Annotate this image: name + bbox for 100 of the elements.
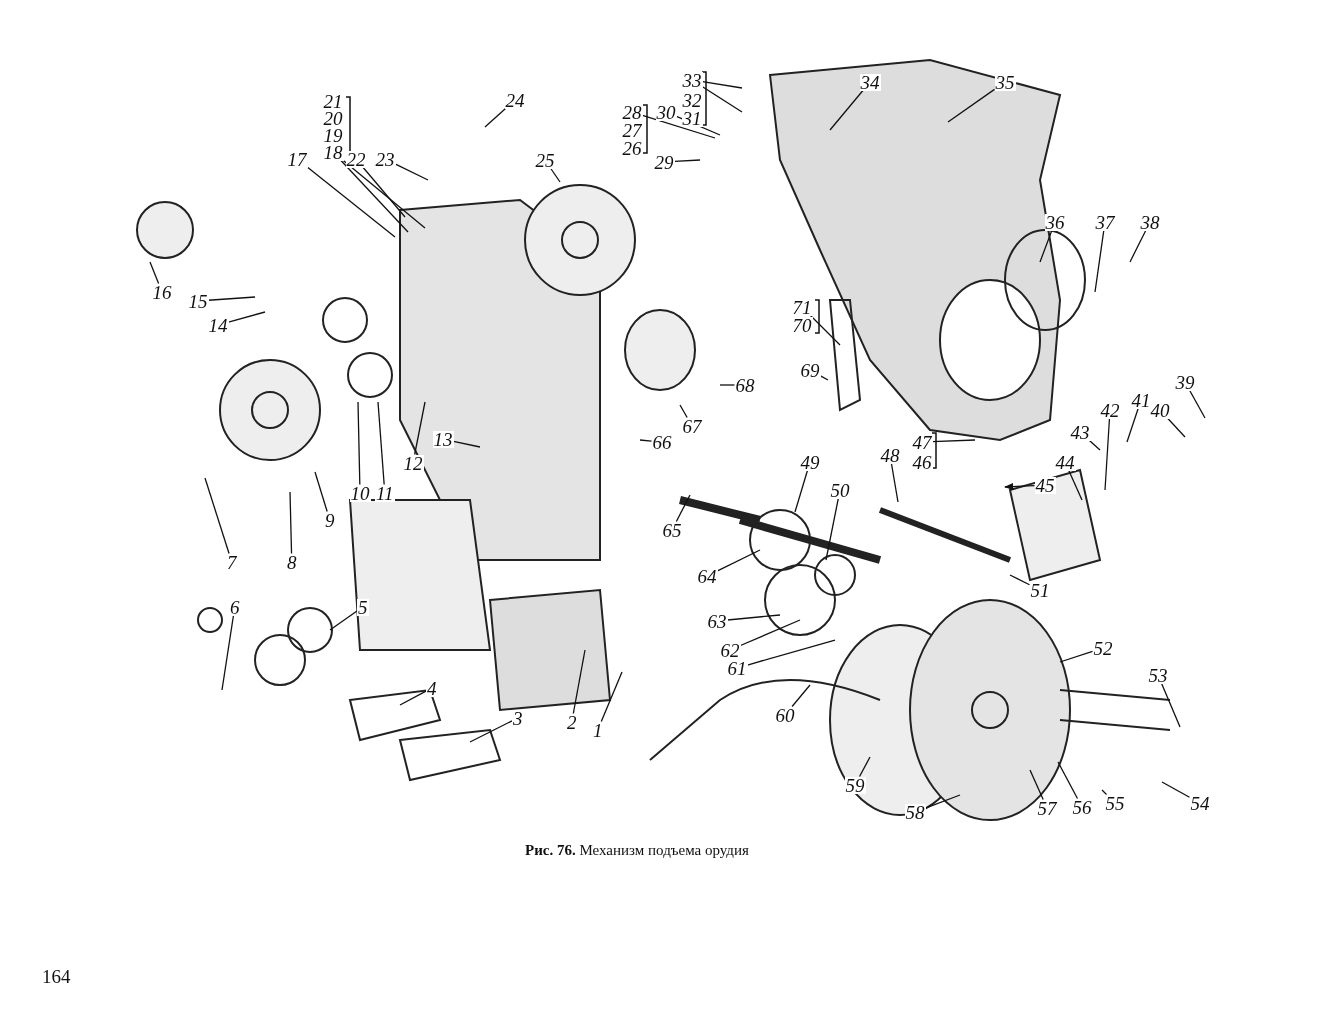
- leader-line: [377, 401, 385, 486]
- leader-line: [673, 159, 701, 163]
- leader-line: [572, 649, 586, 715]
- leader-line: [550, 167, 561, 183]
- leader-line: [1129, 229, 1147, 263]
- leader-line: [858, 756, 871, 778]
- leader-line: [221, 614, 235, 691]
- callout-number: 67: [681, 417, 703, 435]
- leader-line: [819, 375, 829, 381]
- callout-number: 71: [791, 298, 813, 316]
- leader-line: [227, 311, 266, 323]
- leader-line: [924, 794, 961, 809]
- callout-number: 52: [1092, 639, 1114, 657]
- callout-number: 51: [1029, 581, 1051, 599]
- leader-line: [1068, 469, 1083, 501]
- leader-line: [1161, 781, 1191, 798]
- leader-line: [726, 614, 781, 621]
- leader-line: [362, 166, 406, 218]
- leader-line: [701, 81, 743, 89]
- callout-number: 30: [655, 103, 677, 121]
- leader-line: [329, 610, 358, 631]
- leader-line: [306, 166, 396, 238]
- leader-line: [340, 159, 409, 233]
- leader-line: [314, 471, 328, 513]
- callout-number: 26: [621, 139, 643, 157]
- callout-number: 4: [426, 679, 438, 697]
- callout-number: 31: [681, 109, 703, 127]
- leader-line: [399, 690, 427, 706]
- callout-number: 3: [512, 709, 524, 727]
- leader-line: [931, 439, 976, 443]
- callout-number: 47: [911, 433, 933, 451]
- callout-number: 48: [879, 446, 901, 464]
- leader-line: [679, 404, 688, 419]
- callout-number: 43: [1069, 423, 1091, 441]
- leader-line: [1094, 229, 1105, 293]
- leader-line: [641, 114, 716, 139]
- leader-line: [1167, 417, 1186, 438]
- callout-number: 16: [151, 283, 173, 301]
- leader-line: [1059, 650, 1094, 663]
- leader-line: [794, 469, 809, 513]
- leader-line: [207, 296, 256, 301]
- callout-number: 42: [1099, 401, 1121, 419]
- leader-line: [357, 401, 361, 486]
- callout-number: 21: [322, 92, 344, 110]
- figure-caption: Рис. 76. Механизм подъема орудия: [525, 842, 749, 859]
- callout-number: 57: [1036, 799, 1058, 817]
- callout-number: 64: [696, 567, 718, 585]
- callout-number: 45: [1034, 476, 1056, 494]
- leader-line: [791, 684, 811, 708]
- page-number: 164: [42, 966, 71, 988]
- callout-number: 17: [286, 150, 308, 168]
- callout-number: 27: [621, 121, 643, 139]
- callout-number: 40: [1149, 401, 1171, 419]
- leader-line: [1029, 769, 1044, 801]
- leader-line: [1088, 439, 1101, 451]
- callout-number: 46: [911, 453, 933, 471]
- leader-line: [469, 720, 513, 743]
- callout-number: 7: [226, 553, 238, 571]
- callout-number: 53: [1147, 666, 1169, 684]
- leader-line: [484, 107, 507, 128]
- callout-number: 5: [357, 598, 369, 616]
- callout-number: 32: [681, 91, 703, 109]
- leader-line: [1057, 761, 1079, 800]
- callout-number: 37: [1094, 213, 1116, 231]
- leader-line: [394, 163, 429, 181]
- leader-line: [719, 384, 736, 386]
- callout-number: 35: [994, 73, 1016, 91]
- leader-line: [1039, 229, 1053, 263]
- leader-line: [289, 491, 293, 555]
- callout-number: 1: [592, 721, 604, 739]
- callout-number: 68: [734, 376, 756, 394]
- callout-number: 29: [653, 153, 675, 171]
- callout-number: 23: [374, 150, 396, 168]
- callout-number: 39: [1174, 373, 1196, 391]
- callout-number: 15: [187, 292, 209, 310]
- callout-number: 50: [829, 481, 851, 499]
- callout-number: 60: [774, 706, 796, 724]
- leader-line: [890, 462, 899, 503]
- callout-number: 33: [681, 71, 703, 89]
- callout-number: 69: [799, 361, 821, 379]
- leader-line: [746, 639, 836, 666]
- leader-line: [414, 401, 426, 456]
- leader-line: [204, 477, 230, 555]
- leader-line: [1189, 389, 1206, 419]
- leader-line: [675, 494, 691, 523]
- callout-number: 9: [324, 511, 336, 529]
- leader-line: [1009, 574, 1031, 586]
- callout-number: 25: [534, 151, 556, 169]
- leader-line: [600, 671, 623, 723]
- callout-number: 65: [661, 521, 683, 539]
- leader-line: [716, 549, 761, 572]
- callout-number: 55: [1104, 794, 1126, 812]
- callout-number: 12: [402, 454, 424, 472]
- callout-number: 6: [229, 598, 241, 616]
- leader-line: [1101, 789, 1108, 796]
- callout-number: 14: [207, 316, 229, 334]
- callout-number: 63: [706, 612, 728, 630]
- leader-line: [947, 88, 996, 123]
- callout-number: 41: [1130, 391, 1152, 409]
- callout-number: 22: [345, 150, 367, 168]
